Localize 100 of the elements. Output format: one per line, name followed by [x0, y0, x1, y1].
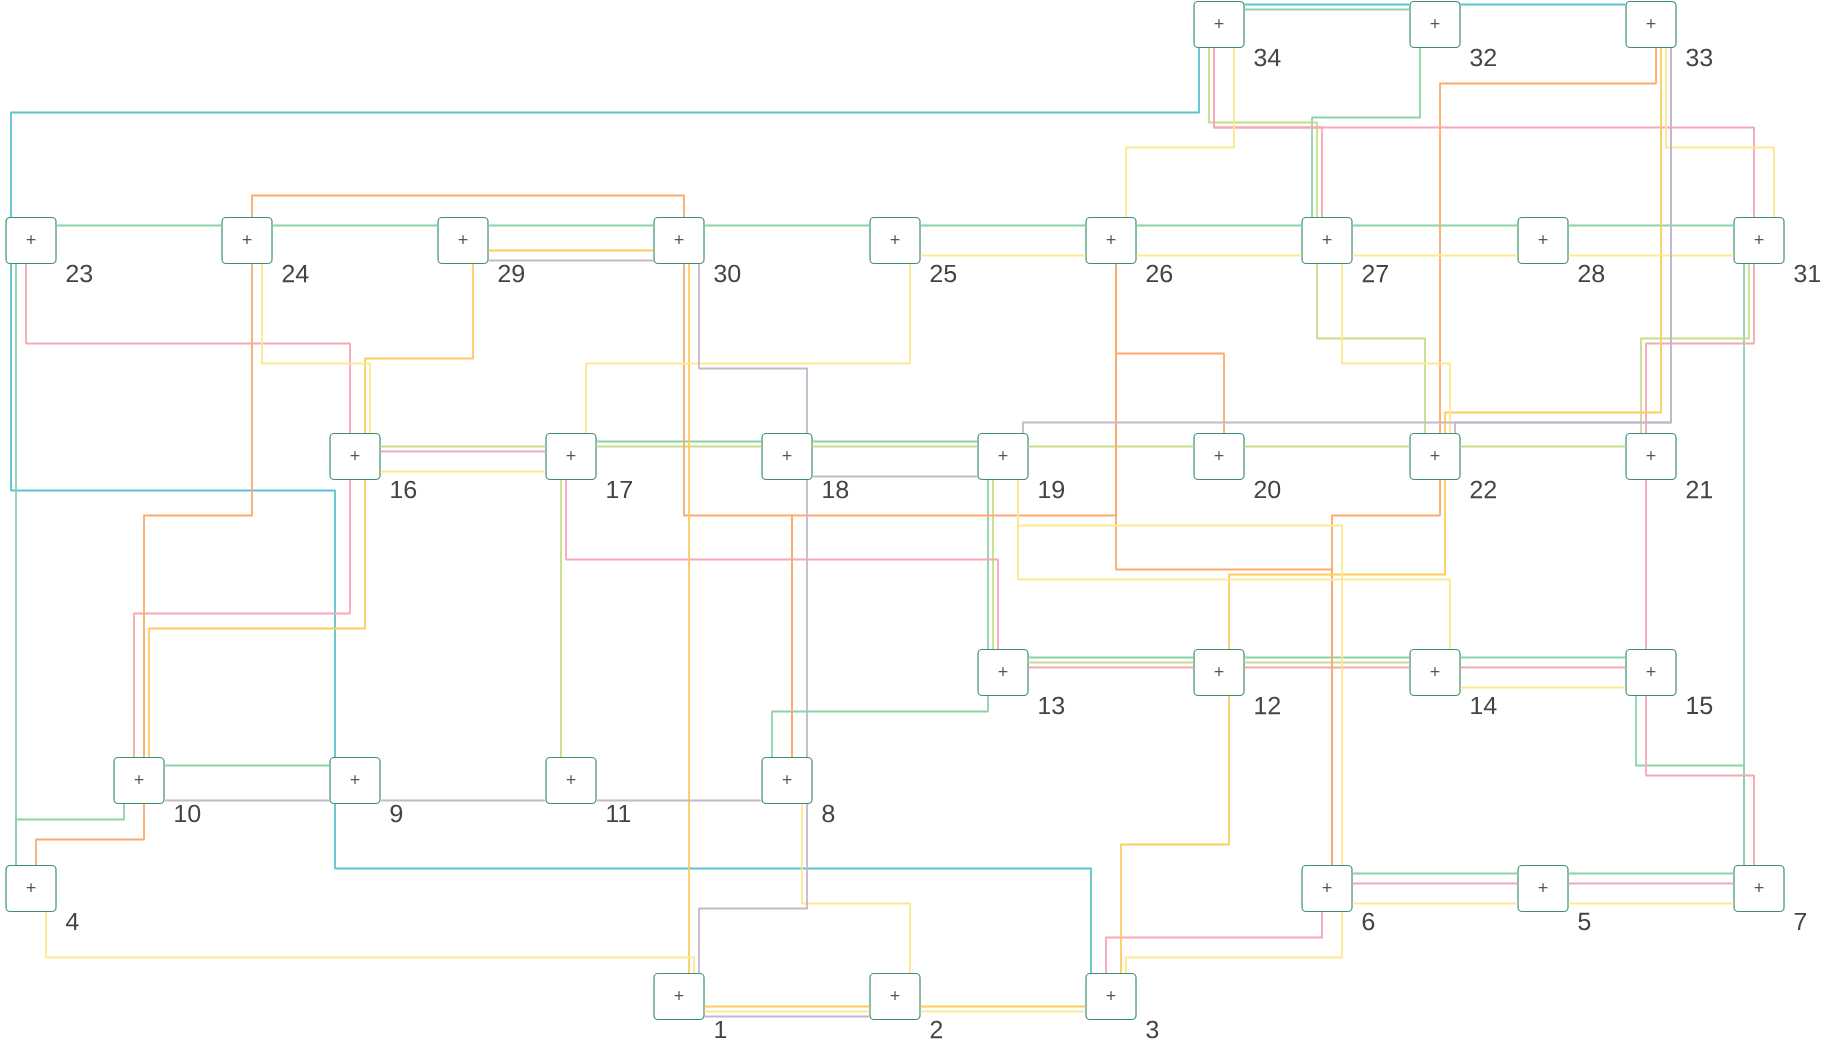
connector-line: [698, 263, 808, 434]
node-number: 21: [1686, 480, 1712, 499]
connector-line: [1243, 666, 1411, 669]
connector-line: [1331, 479, 1441, 866]
connector-line: [1316, 263, 1426, 434]
connector-line: [806, 479, 808, 758]
node-number: 26: [1146, 264, 1173, 283]
connector-line: [1105, 911, 1323, 974]
node-number: 27: [1362, 264, 1388, 283]
node-number: 19: [1039, 480, 1065, 499]
node-box: +: [761, 756, 813, 805]
node-number: 12: [1255, 696, 1280, 715]
connector-line: [1017, 479, 1451, 650]
connector-line: [688, 263, 690, 974]
node-number: 24: [282, 264, 309, 283]
connector-line: [1120, 695, 1230, 974]
node-box: +: [5, 864, 57, 913]
connector-line: [1135, 224, 1303, 227]
node-box: +: [1409, 432, 1461, 481]
node-number: 16: [391, 480, 417, 499]
connector-line: [55, 224, 223, 227]
node-box: +: [1733, 216, 1785, 265]
node-number: 20: [1254, 480, 1281, 499]
connector-line: [1243, 656, 1411, 659]
connector-line: [919, 254, 1087, 257]
connector-line: [1567, 872, 1735, 875]
node-box: +: [1085, 972, 1137, 1021]
connector-line: [1135, 254, 1303, 257]
node-box: +: [1085, 216, 1137, 265]
connector-line: [595, 440, 763, 443]
node-number: 5: [1578, 912, 1591, 931]
connector-line: [261, 263, 371, 434]
connector-line: [1459, 445, 1627, 448]
node-number: 31: [1794, 264, 1820, 283]
node-box: +: [437, 216, 489, 265]
node-number: 30: [714, 264, 741, 283]
connector-line: [698, 803, 808, 974]
connector-line: [771, 695, 989, 758]
connector-line: [1243, 8, 1411, 11]
connector-line: [35, 803, 145, 866]
node-number: 7: [1794, 912, 1807, 931]
connector-line: [1351, 902, 1519, 905]
node-box: +: [545, 756, 597, 805]
connector-line: [15, 803, 125, 866]
node-box: +: [977, 648, 1029, 697]
connector-line: [811, 440, 979, 443]
node-number: 18: [823, 480, 849, 499]
node-box: +: [1625, 0, 1677, 49]
node-box: +: [1517, 216, 1569, 265]
node-box: +: [869, 216, 921, 265]
connector-line: [1351, 882, 1519, 885]
node-number: 1: [715, 1020, 727, 1039]
connector-line: [1311, 47, 1421, 218]
connector-line: [379, 470, 547, 473]
node-box: +: [1733, 864, 1785, 913]
connector-line: [163, 799, 331, 802]
node-number: 33: [1686, 48, 1713, 67]
connector-line: [585, 263, 911, 434]
node-box: +: [1301, 216, 1353, 265]
connector-line: [811, 475, 979, 478]
node-box: +: [113, 756, 165, 805]
connector-line: [1351, 872, 1519, 875]
connector-line: [1645, 479, 1647, 650]
connector-line: [703, 1015, 871, 1018]
connector-line: [1567, 224, 1735, 227]
node-box: +: [1409, 648, 1461, 697]
node-number: 25: [930, 264, 957, 283]
connector-line: [703, 1005, 871, 1008]
connector-line: [1243, 3, 1411, 6]
connector-line: [1351, 224, 1519, 227]
node-box: +: [1193, 0, 1245, 49]
connector-line: [1459, 3, 1627, 6]
node-number: 22: [1470, 480, 1496, 499]
node-number: 29: [498, 264, 525, 283]
connector-line: [1567, 882, 1735, 885]
connector-line: [919, 224, 1087, 227]
node-number: 2: [930, 1020, 943, 1039]
node-number: 17: [607, 480, 632, 499]
connector-line: [10, 263, 336, 758]
connector-line: [1243, 445, 1411, 448]
connector-line: [801, 803, 911, 974]
connector-line: [143, 263, 253, 758]
node-number: 11: [607, 804, 631, 823]
node-number: 3: [1146, 1020, 1159, 1039]
connector-line: [919, 1005, 1087, 1008]
connector-line: [565, 479, 999, 650]
connector-line: [595, 799, 763, 802]
node-box: +: [329, 432, 381, 481]
connector-line: [1351, 254, 1519, 257]
connector-line: [1635, 695, 1745, 866]
node-box: +: [653, 216, 705, 265]
node-number: 14: [1471, 696, 1497, 715]
connector-line: [10, 47, 1200, 218]
connector-line: [1341, 263, 1451, 434]
connector-line: [1027, 661, 1195, 664]
connector-line: [703, 1010, 871, 1013]
node-number: 6: [1362, 912, 1375, 931]
connector-line: [1665, 47, 1775, 218]
connector-line: [1567, 902, 1735, 905]
connector-line: [487, 249, 655, 252]
